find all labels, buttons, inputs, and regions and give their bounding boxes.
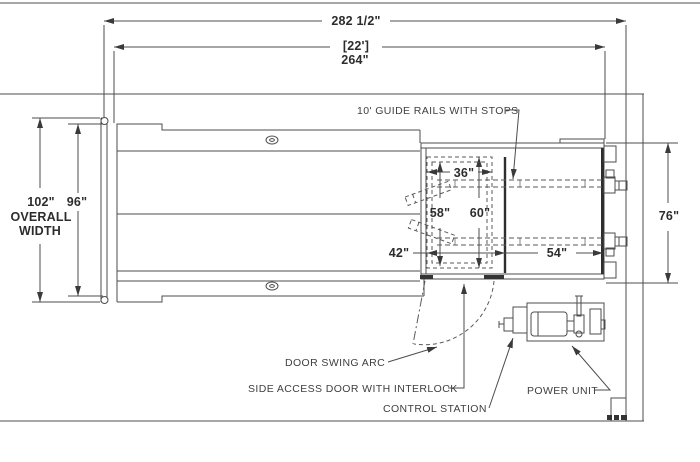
side-access-door xyxy=(412,275,504,346)
roller-pin xyxy=(614,180,628,191)
door-swing-arc-label: DOOR SWING ARC xyxy=(285,357,385,369)
dim-platform-clear-text: 60" xyxy=(470,206,490,220)
pendant-body xyxy=(503,317,514,332)
roller-pin xyxy=(614,236,628,247)
dim-rail-gap: 58" xyxy=(430,162,450,266)
callout-power-unit: POWER UNIT xyxy=(527,345,612,397)
roller-block xyxy=(603,261,617,279)
dim-length-ft-text: [22'] xyxy=(343,39,369,53)
tie-down-top xyxy=(265,135,279,145)
door-sill-mark xyxy=(420,275,433,279)
power-unit xyxy=(512,295,606,342)
side-access-door-label: SIDE ACCESS DOOR WITH INTERLOCK xyxy=(248,383,458,395)
rail-stop-flap-bottom xyxy=(407,218,456,245)
dim-platform-clear: 60" xyxy=(470,157,490,268)
extension-lines-left xyxy=(32,117,103,303)
door-open-position xyxy=(412,280,426,345)
guide-rail-bottom xyxy=(437,237,602,246)
width-word: WIDTH xyxy=(19,224,61,238)
deck-lines xyxy=(117,150,420,282)
dim-side-opening: 76" xyxy=(659,143,679,283)
hinge-pin-bottom xyxy=(100,296,109,304)
motor xyxy=(530,311,568,337)
guide-rails xyxy=(404,179,602,246)
building-wall xyxy=(0,93,644,422)
door-swing-arc-path xyxy=(413,280,495,346)
column-hatch xyxy=(607,415,612,420)
dim-nominal-length: [22'] 264" xyxy=(114,39,605,67)
roller-block xyxy=(603,232,616,250)
lift-top-cap xyxy=(559,138,605,143)
reservoir-end xyxy=(589,308,602,335)
motor-shaft xyxy=(566,320,575,332)
callout-control-station: CONTROL STATION xyxy=(383,337,514,415)
roller-step xyxy=(605,247,615,257)
callouts: 10' GUIDE RAILS WITH STOPS DOOR SWING AR… xyxy=(248,105,612,415)
dim-platform-width: 96" xyxy=(67,124,87,296)
control-station-device xyxy=(498,317,514,332)
lift-rollers xyxy=(603,145,628,279)
control-station-label: CONTROL STATION xyxy=(383,403,487,415)
dim-deck-length: 54" xyxy=(505,246,603,260)
dimensions: 282 1/2" [22'] 264" 102" OVERALL WIDTH 9… xyxy=(10,14,679,303)
callout-door-swing-arc: DOOR SWING ARC xyxy=(285,346,438,369)
wall-column xyxy=(610,397,627,422)
dim-length-in-text: 264" xyxy=(341,53,369,67)
roller-block xyxy=(603,176,616,194)
guide-rails-label: 10' GUIDE RAILS WITH STOPS xyxy=(357,105,519,117)
guide-rail-top xyxy=(437,179,602,188)
dim-side-opening-text: 76" xyxy=(659,209,679,223)
power-unit-mount xyxy=(512,306,528,334)
dim-stop-width-text: 36" xyxy=(454,166,474,180)
overall-word: OVERALL xyxy=(10,210,71,224)
dim-approach: 42" xyxy=(389,246,505,260)
roller-block xyxy=(603,145,617,163)
dim-platform-width-text: 96" xyxy=(67,195,87,209)
lift-assembly xyxy=(420,138,628,280)
lowered-platform-outline xyxy=(426,156,493,269)
dim-overall-length: 282 1/2" xyxy=(104,14,626,28)
door-sill-mark xyxy=(484,275,504,279)
callout-guide-rails: 10' GUIDE RAILS WITH STOPS xyxy=(357,105,520,180)
ramp-hinge-bar xyxy=(100,117,109,304)
reservoir-nub xyxy=(600,319,606,330)
platform-outline xyxy=(116,123,425,303)
power-unit-label: POWER UNIT xyxy=(527,385,598,397)
dim-overall-width-text: 102" xyxy=(27,195,55,209)
pump-coupling xyxy=(573,314,585,334)
rail-stop-flap-top xyxy=(404,180,453,207)
dim-approach-text: 42" xyxy=(389,246,409,260)
dim-overall-length-text: 282 1/2" xyxy=(331,14,380,28)
hinge-pin-top xyxy=(100,117,109,125)
extension-lines-top xyxy=(103,25,627,139)
tie-down-bottom xyxy=(265,281,279,291)
dock-platform xyxy=(100,117,425,304)
dim-deck-length-text: 54" xyxy=(547,246,567,260)
fill-tube xyxy=(576,295,582,317)
fitting xyxy=(575,330,583,338)
column-hatch xyxy=(614,415,619,420)
callout-side-access-door: SIDE ACCESS DOOR WITH INTERLOCK xyxy=(248,284,467,395)
dim-overall-width: 102" OVERALL WIDTH xyxy=(10,118,72,302)
dim-rail-gap-text: 58" xyxy=(430,206,450,220)
roller-step xyxy=(605,169,615,179)
column-hatch xyxy=(621,415,627,420)
dim-stop-width: 36" xyxy=(427,166,492,180)
